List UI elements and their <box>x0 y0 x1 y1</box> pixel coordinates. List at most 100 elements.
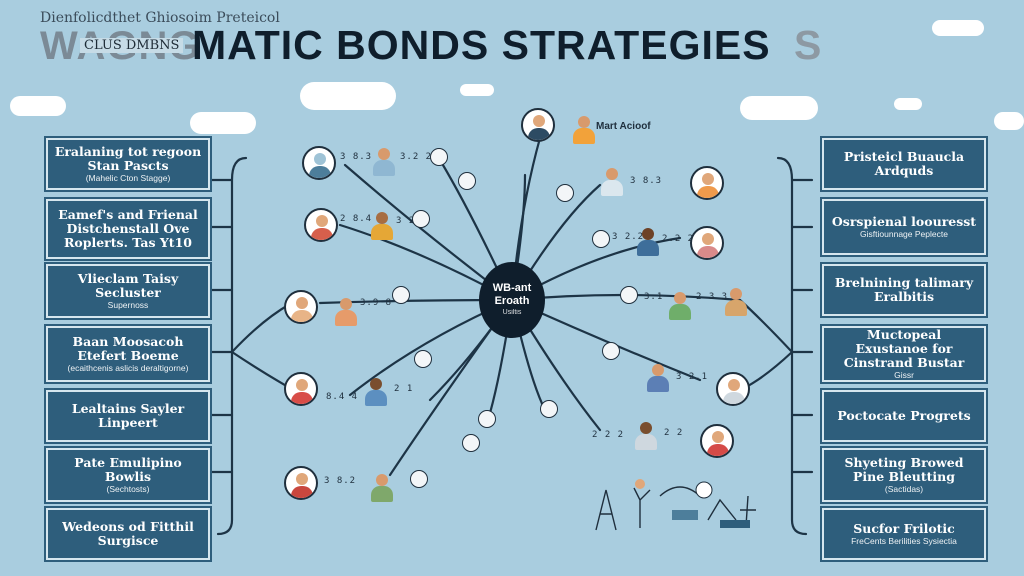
node-label: 3.1 <box>644 292 664 302</box>
network-icon[interactable] <box>592 230 610 248</box>
node-label: 3.9 8 <box>360 298 393 308</box>
cloud-icon <box>300 82 396 110</box>
node-label: 2 2 <box>664 428 684 438</box>
person-icon <box>600 166 624 196</box>
right-panel-2[interactable]: Osrspienal loouresst Gisftiounnage Peple… <box>820 197 988 257</box>
person-icon <box>572 114 596 144</box>
right-node-icon[interactable] <box>716 372 750 406</box>
panel-subtitle: (ecaithcenis aslicis deraltigorne) <box>67 362 189 373</box>
cloud-icon <box>190 112 256 134</box>
panel-subtitle: Gissr <box>894 369 914 380</box>
node-label: 2 3 3 <box>696 292 729 302</box>
left-node-icon[interactable] <box>304 208 338 242</box>
network-icon[interactable] <box>462 434 480 452</box>
panel-title: Muctopeal Exustanoe for Cinstrand Bustar <box>843 326 965 370</box>
node-label: 3 2.2 <box>612 232 645 242</box>
right-panel-4[interactable]: Muctopeal Exustanoe for Cinstrand Bustar… <box>820 324 988 384</box>
top-node-icon[interactable] <box>521 108 555 142</box>
cloud-icon <box>740 96 818 120</box>
person-icon <box>364 376 388 406</box>
base-icon <box>720 520 750 528</box>
person-icon <box>372 146 396 176</box>
left-node-icon[interactable] <box>302 146 336 180</box>
right-panel-3[interactable]: Brelnining talimary Eralbitis <box>820 262 988 318</box>
node-label: 2 8.4 <box>340 214 373 224</box>
panel-title: Eralaning tot regoon Stan Pascts <box>54 143 202 173</box>
panel-subtitle: Supernoss <box>107 299 149 310</box>
left-panel-4[interactable]: Baan Moosacoh Etefert Boeme (ecaithcenis… <box>44 324 212 384</box>
right-panel-6[interactable]: Shyeting Browed Pine Bleutting (Sactidas… <box>820 446 988 504</box>
node-label: 3 2.1 <box>676 372 709 382</box>
network-icon[interactable] <box>602 342 620 360</box>
cloud-icon <box>994 112 1024 130</box>
person-icon <box>668 290 692 320</box>
top-label: Mart Acioof <box>596 121 651 132</box>
network-icon[interactable] <box>540 400 558 418</box>
panel-subtitle: (Mahelic Cton Stagge) <box>85 172 171 183</box>
hub-title: WB-ant Eroath <box>492 282 532 307</box>
left-panel-7[interactable]: Wedeons od Fitthil Surgisce <box>44 506 212 562</box>
cloud-icon <box>932 20 984 36</box>
person-icon <box>636 226 660 256</box>
central-hub[interactable]: WB-ant Eroath Usiltis <box>479 262 545 338</box>
tent-icon <box>707 498 737 521</box>
network-icon[interactable] <box>430 148 448 166</box>
network-icon[interactable] <box>392 286 410 304</box>
panel-subtitle: (Sechtosts) <box>106 483 150 494</box>
panel-title: Eamef's and Frienal Distchenstall Ove Ro… <box>58 207 198 250</box>
right-node-icon[interactable] <box>690 166 724 200</box>
person-icon <box>724 286 748 316</box>
panel-title: Shyeting Browed Pine Bleutting <box>844 454 964 484</box>
node-label: 8.4 4 <box>326 392 359 402</box>
left-panel-1[interactable]: Eralaning tot regoon Stan Pascts (Maheli… <box>44 136 212 192</box>
node-label: 2 1 <box>394 384 414 394</box>
cloud-icon <box>894 98 922 110</box>
globe-icon <box>695 481 713 499</box>
panel-subtitle: FreCents Berilities Sysiectia <box>851 535 957 546</box>
panel-subtitle: Gisftiounnage Peplecte <box>860 228 948 239</box>
right-panel-5[interactable]: Poctocate Progrets <box>820 388 988 444</box>
panel-title: Baan Moosacoh Etefert Boeme <box>72 333 184 363</box>
network-icon[interactable] <box>410 470 428 488</box>
left-node-icon[interactable] <box>284 372 318 406</box>
right-node-icon[interactable] <box>690 226 724 260</box>
panel-title: Lealtains Sayler Linpeert <box>71 401 185 430</box>
node-label: 3 8.3 <box>630 176 663 186</box>
node-label: 3 2 <box>396 216 416 226</box>
network-icon[interactable] <box>620 286 638 304</box>
title-overlay-text: CLUS DMBNS <box>80 38 184 53</box>
cloud-icon <box>460 84 494 96</box>
person-icon <box>370 210 394 240</box>
left-bracket-line <box>216 156 248 536</box>
network-icon[interactable] <box>478 410 496 428</box>
network-icon[interactable] <box>458 172 476 190</box>
node-label: 3.2 2 <box>400 152 433 162</box>
arc-line <box>659 486 701 497</box>
figure-icon <box>633 487 651 528</box>
hub-subtitle: Usiltis <box>502 309 522 316</box>
node-label: 2.2 2 <box>662 234 695 244</box>
right-node-icon[interactable] <box>700 424 734 458</box>
left-panel-5[interactable]: Lealtains Sayler Linpeert <box>44 388 212 444</box>
network-icon[interactable] <box>556 184 574 202</box>
person-icon <box>634 420 658 450</box>
left-node-icon[interactable] <box>284 466 318 500</box>
right-panel-7[interactable]: Sucfor Frilotic FreCents Berilities Sysi… <box>820 506 988 562</box>
network-icon[interactable] <box>412 210 430 228</box>
panel-title: Pristeicl Buaucla Ardquds <box>843 149 965 178</box>
left-panel-3[interactable]: Vlieclam Taisy Secluster Supernoss <box>44 262 212 320</box>
right-panel-1[interactable]: Pristeicl Buaucla Ardquds <box>820 136 988 192</box>
panel-title: Wedeons od Fitthil Surgisce <box>62 519 194 548</box>
page-title: MATIC BONDS STRATEGIES <box>192 22 771 68</box>
left-node-icon[interactable] <box>284 290 318 324</box>
person-icon <box>334 296 358 326</box>
left-panel-2[interactable]: Eamef's and Frienal Distchenstall Ove Ro… <box>44 197 212 261</box>
panel-title: Sucfor Frilotic <box>853 520 955 536</box>
panel-title: Brelnining talimary Eralbitis <box>834 275 974 304</box>
network-icon[interactable] <box>414 350 432 368</box>
crate-icon <box>672 510 698 520</box>
panel-subtitle: (Sactidas) <box>884 483 924 494</box>
left-panel-6[interactable]: Pate Emulipino Bowlis (Sechtosts) <box>44 446 212 504</box>
panel-title: Vlieclam Taisy Secluster <box>77 270 179 300</box>
